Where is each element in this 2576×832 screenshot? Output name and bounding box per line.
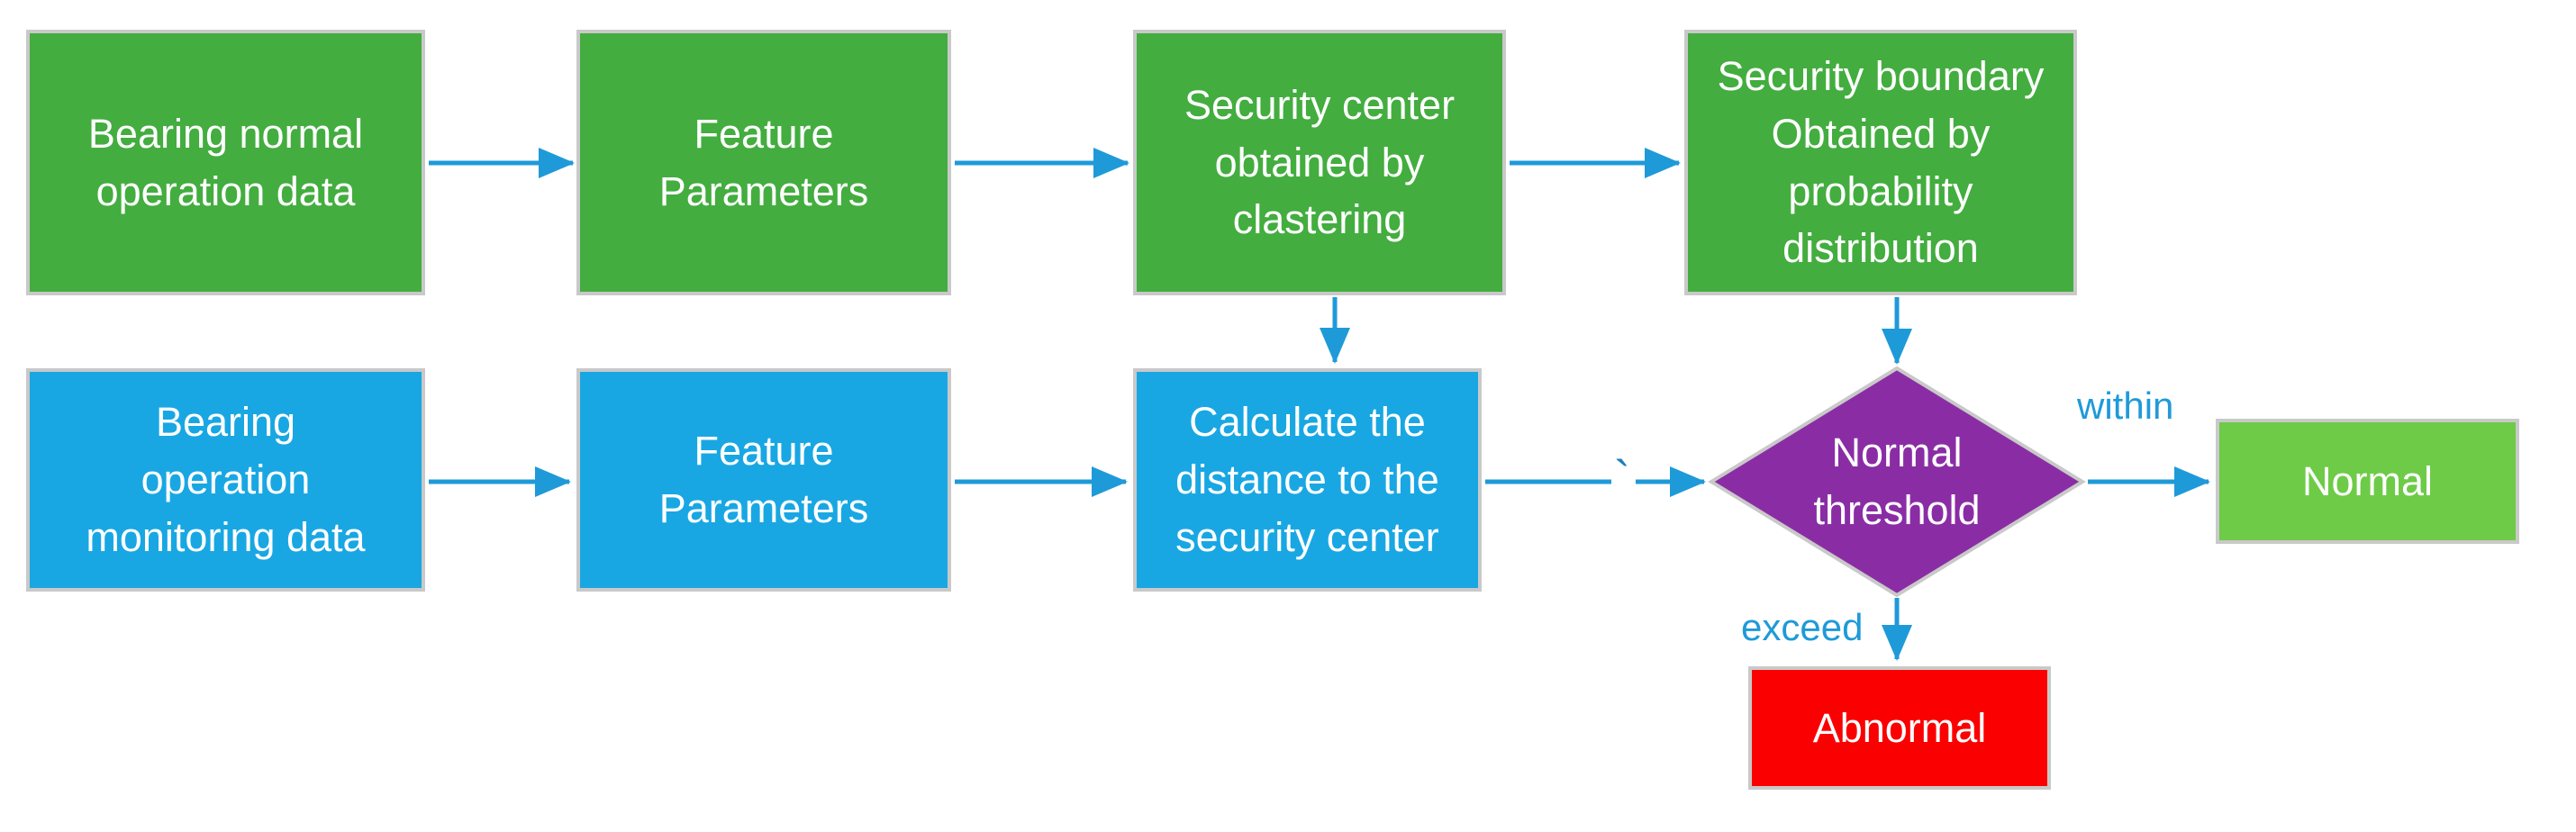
edge-label-exceed: exceed xyxy=(1741,606,1864,648)
node-label: Normal threshold xyxy=(1813,430,1981,533)
node-label: Security center obtained by clastering xyxy=(1184,81,1456,243)
node-security-boundary: Security boundary Obtained by probabilit… xyxy=(1684,30,2077,295)
node-feature-parameters-bottom: Feature Parameters xyxy=(576,368,951,592)
node-label: Security boundary Obtained by probabilit… xyxy=(1717,52,2045,272)
node-label: Normal xyxy=(2301,457,2434,504)
node-normal-threshold-label: Normal threshold xyxy=(1711,368,2082,595)
node-feature-parameters-top: Feature Parameters xyxy=(576,30,951,295)
node-abnormal: Abnormal xyxy=(1748,666,2051,790)
node-label: Calculate the distance to the security c… xyxy=(1175,399,1439,560)
node-label: Bearing normal operation data xyxy=(87,110,364,214)
node-bearing-normal-operation-data: Bearing normal operation data xyxy=(26,30,425,295)
node-label: Feature Parameters xyxy=(658,110,869,214)
node-security-center: Security center obtained by clastering xyxy=(1133,30,1506,295)
node-label: Abnormal xyxy=(1812,704,1987,751)
decision-diamond-shape xyxy=(1708,366,2086,598)
node-label: Bearing operation monitoring data xyxy=(86,399,366,560)
edge-label-within: within xyxy=(2077,384,2174,427)
node-normal: Normal xyxy=(2216,419,2519,544)
stray-tick-mark: ` xyxy=(1614,451,1630,505)
node-label: Feature Parameters xyxy=(658,428,869,531)
node-calculate-distance: Calculate the distance to the security c… xyxy=(1133,368,1482,592)
node-bearing-operation-monitoring-data: Bearing operation monitoring data xyxy=(26,368,425,592)
